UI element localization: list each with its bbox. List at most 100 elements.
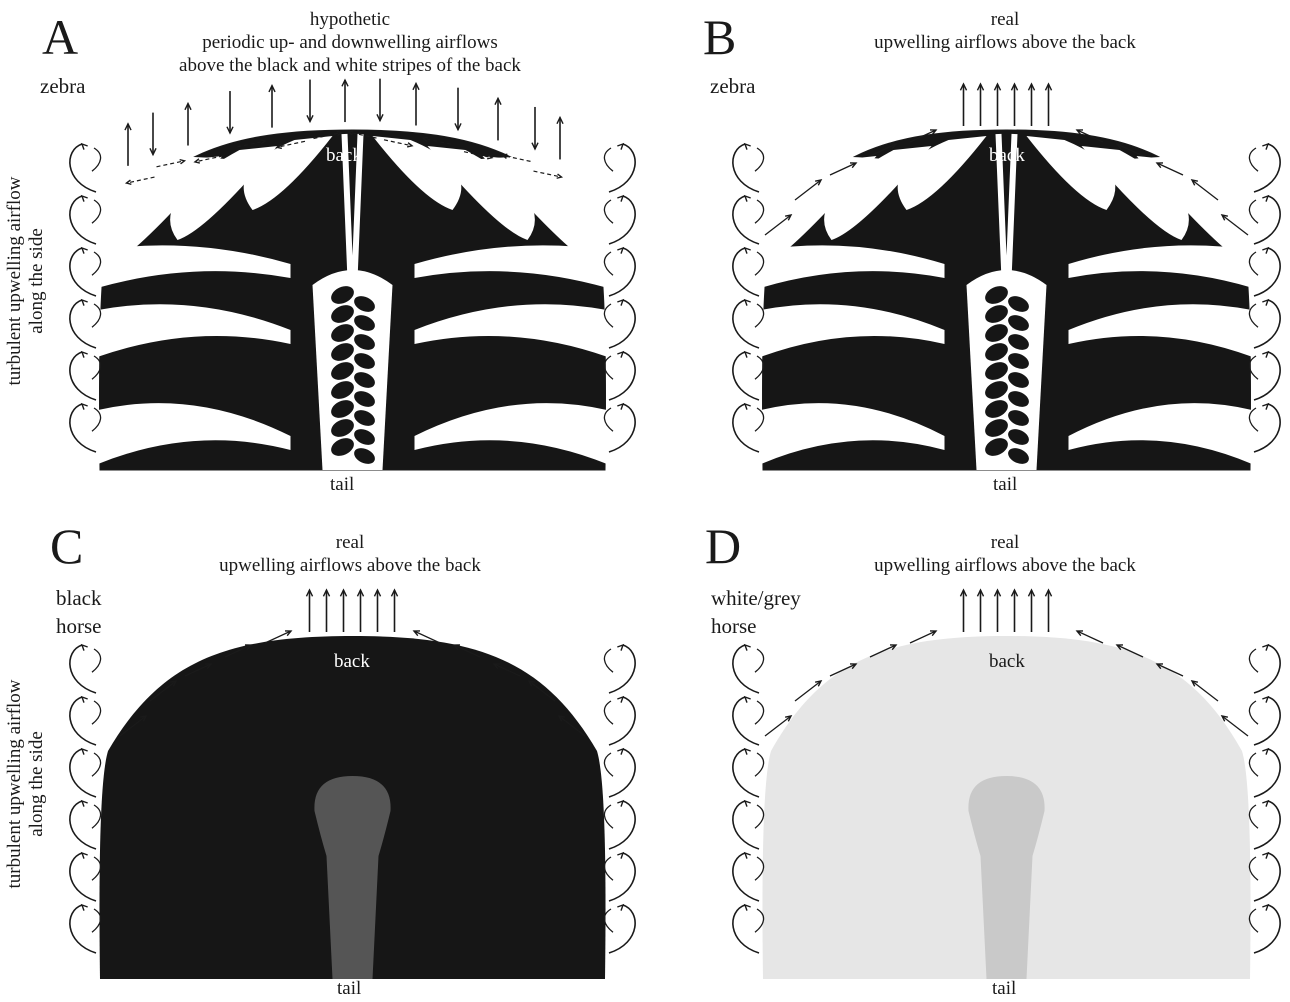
turbulence-swirl bbox=[755, 805, 764, 828]
arrowhead bbox=[82, 196, 88, 202]
arrowhead bbox=[617, 300, 623, 306]
arrowhead bbox=[617, 853, 623, 859]
turbulence-swirl bbox=[733, 697, 759, 745]
turbulence-swirl bbox=[70, 801, 96, 849]
turbulence-swirl bbox=[733, 404, 759, 452]
turbulence-swirl bbox=[1254, 300, 1280, 348]
panel-letter: D bbox=[705, 521, 741, 571]
turbulence-swirl bbox=[609, 801, 635, 849]
turbulence-swirl bbox=[609, 404, 635, 452]
turbulence-swirl bbox=[609, 749, 635, 797]
rump bbox=[762, 636, 1250, 979]
turbulence-swirl bbox=[92, 649, 101, 672]
arrowhead bbox=[745, 300, 751, 306]
arrowhead bbox=[1262, 697, 1268, 703]
arrowhead bbox=[82, 144, 88, 150]
panel-title: real upwelling airflows above the back bbox=[180, 531, 520, 577]
turbulence-swirl bbox=[1249, 909, 1258, 932]
back-label: back bbox=[326, 145, 362, 167]
panel-title-line: upwelling airflows above the back bbox=[835, 31, 1175, 54]
arrowhead bbox=[82, 300, 88, 306]
arrowhead bbox=[1262, 905, 1268, 911]
animal-label: black horse bbox=[56, 584, 102, 640]
turbulence-swirl bbox=[1254, 905, 1280, 953]
panel-title-line: upwelling airflows above the back bbox=[835, 554, 1175, 577]
arrowhead bbox=[82, 404, 88, 410]
turbulence-swirl bbox=[70, 697, 96, 745]
turbulence-swirl bbox=[755, 649, 764, 672]
side-airflow-label: turbulent upwelling airflow along the si… bbox=[4, 151, 48, 411]
side-airflow-label-line: turbulent upwelling airflow bbox=[4, 151, 26, 411]
arrowhead bbox=[617, 196, 623, 202]
turbulence-swirl bbox=[604, 701, 613, 724]
arrowhead bbox=[82, 801, 88, 807]
turbulence-swirl bbox=[92, 701, 101, 724]
panel-title-line: real bbox=[835, 531, 1175, 554]
panel-a: A hypothetic periodic up- and downwellin… bbox=[0, 0, 645, 501]
turbulence-swirl bbox=[92, 857, 101, 880]
arrowhead bbox=[1262, 749, 1268, 755]
back-label: back bbox=[334, 651, 370, 673]
turbulence-swirl bbox=[92, 753, 101, 776]
turbulence-swirl bbox=[1249, 857, 1258, 880]
arrowhead bbox=[745, 352, 751, 358]
turbulence-swirl bbox=[70, 853, 96, 901]
panel-title-line: hypothetic bbox=[110, 8, 590, 31]
arrowhead bbox=[617, 697, 623, 703]
panel-title: hypothetic periodic up- and downwelling … bbox=[110, 8, 590, 77]
arrowhead bbox=[745, 645, 751, 651]
turbulence-swirl bbox=[733, 352, 759, 400]
arrowhead bbox=[617, 749, 623, 755]
tail-label: tail bbox=[337, 978, 361, 1000]
arrowhead bbox=[1262, 300, 1268, 306]
animal-label: zebra bbox=[710, 72, 755, 100]
back-label: back bbox=[989, 145, 1025, 167]
arrowhead bbox=[617, 645, 623, 651]
turbulence-swirl bbox=[1254, 352, 1280, 400]
turbulence-swirl bbox=[755, 701, 764, 724]
animal-label-line: black bbox=[56, 584, 102, 612]
turbulence-swirl bbox=[92, 805, 101, 828]
turbulence-swirl bbox=[1249, 701, 1258, 724]
arrowhead bbox=[82, 905, 88, 911]
panel-letter: A bbox=[42, 12, 78, 62]
arrowhead bbox=[82, 697, 88, 703]
rump bbox=[22, 130, 645, 470]
back-label: back bbox=[989, 651, 1025, 673]
turbulence-swirl bbox=[609, 853, 635, 901]
turbulence-swirl bbox=[1249, 805, 1258, 828]
animal-label-line: horse bbox=[711, 612, 801, 640]
side-airflow-label: turbulent upwelling airflow along the si… bbox=[4, 654, 48, 914]
arrowhead bbox=[745, 801, 751, 807]
turbulence-swirl bbox=[70, 645, 96, 693]
tail-label: tail bbox=[992, 978, 1016, 1000]
arrowhead bbox=[1262, 248, 1268, 254]
turbulence-swirl bbox=[1254, 697, 1280, 745]
arrowhead bbox=[617, 905, 623, 911]
panel-title-line: above the black and white stripes of the… bbox=[110, 54, 590, 77]
turbulence-swirl bbox=[1254, 645, 1280, 693]
panel-d: D real upwelling airflows above the back… bbox=[645, 501, 1290, 1002]
animal-label-line: zebra bbox=[40, 72, 85, 100]
turbulence-swirl bbox=[733, 749, 759, 797]
turbulence-swirl bbox=[92, 909, 101, 932]
turbulence-swirl bbox=[609, 352, 635, 400]
tail-label: tail bbox=[330, 474, 354, 496]
arrowhead bbox=[745, 404, 751, 410]
turbulence-swirl bbox=[755, 909, 764, 932]
panel-c: C real upwelling airflows above the back… bbox=[0, 501, 645, 1002]
side-airflow-label-line: along the side bbox=[26, 151, 48, 411]
turbulence-swirl bbox=[1254, 853, 1280, 901]
arrowhead bbox=[617, 404, 623, 410]
turbulence-swirl bbox=[1254, 749, 1280, 797]
turbulence-swirl bbox=[609, 645, 635, 693]
side-airflow-label-line: turbulent upwelling airflow bbox=[4, 654, 26, 914]
turbulence-swirl bbox=[70, 404, 96, 452]
turbulence-swirl bbox=[733, 853, 759, 901]
arrowhead bbox=[617, 801, 623, 807]
turbulence-swirl bbox=[604, 909, 613, 932]
animal-label-line: white/grey bbox=[711, 584, 801, 612]
turbulence-swirl bbox=[755, 753, 764, 776]
turbulence-swirl bbox=[70, 300, 96, 348]
arrowhead bbox=[745, 905, 751, 911]
